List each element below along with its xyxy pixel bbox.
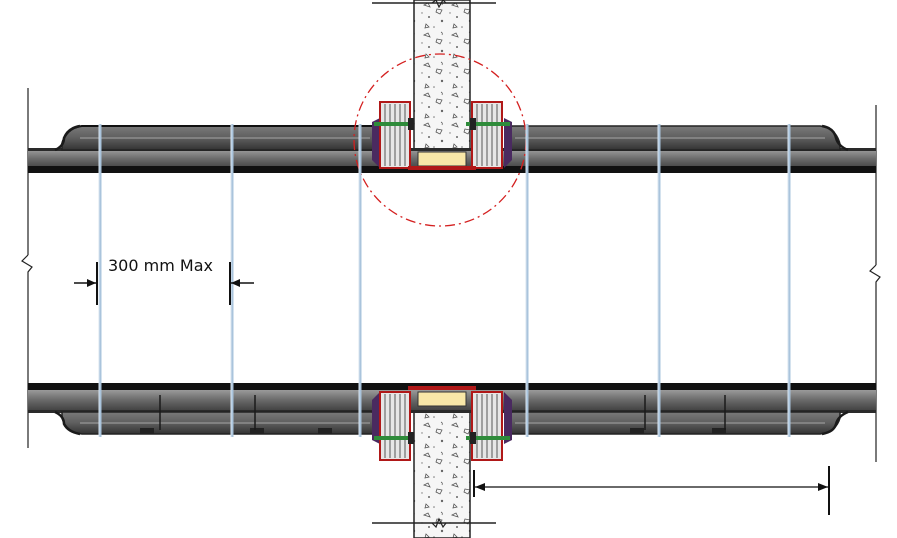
lower-fill-block bbox=[417, 391, 467, 407]
spacing-dimension-label: 300 mm Max bbox=[108, 256, 213, 275]
upper-left-wrap bbox=[54, 124, 378, 152]
lower-right-wrap bbox=[506, 395, 849, 436]
upper-collar-left bbox=[372, 101, 414, 169]
lower-dimension bbox=[473, 466, 830, 515]
upper-collar-right bbox=[466, 101, 512, 169]
straps bbox=[98, 124, 791, 437]
lower-collar-left bbox=[372, 391, 414, 461]
lower-collar-right bbox=[466, 391, 512, 461]
upper-fill-block bbox=[417, 151, 467, 167]
spacing-dimension bbox=[74, 262, 254, 305]
upper-right-wrap bbox=[506, 124, 849, 152]
